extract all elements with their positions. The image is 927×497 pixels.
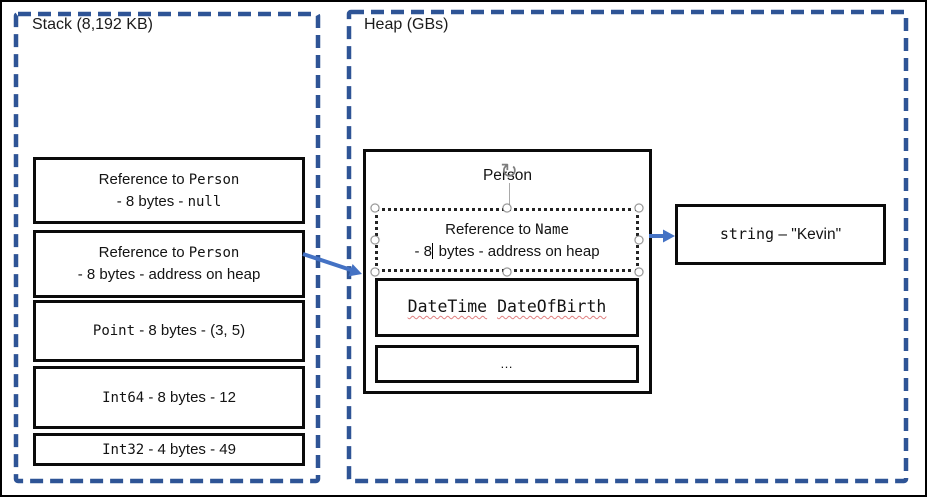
arrow-stack-to-person[interactable] [302, 252, 362, 277]
selected-shape[interactable]: Reference to Name - 8 bytes - address on… [375, 208, 639, 272]
field-line: - 8 bytes - address on heap [414, 242, 600, 260]
resize-handle-top-left[interactable] [370, 203, 380, 213]
field-line: … [500, 356, 514, 371]
field-line: DateTime DateOfBirth [407, 297, 607, 316]
stack-box-int32[interactable]: Int32 - 4 bytes - 49 [33, 433, 305, 466]
person-field-dateofbirth[interactable]: DateTime DateOfBirth [375, 278, 639, 337]
stack-box-line: Reference to Person [98, 244, 240, 261]
stack-box-line: Int64 - 8 bytes - 12 [102, 388, 236, 406]
stack-box-point[interactable]: Point - 8 bytes - (3, 5) [33, 300, 305, 362]
person-field-ellipsis[interactable]: … [375, 345, 639, 383]
resize-handle-middle-left[interactable] [370, 235, 380, 245]
stack-box-line: Int32 - 4 bytes - 49 [102, 440, 236, 458]
stack-box-int64[interactable]: Int64 - 8 bytes - 12 [33, 366, 305, 429]
resize-handle-bottom-center[interactable] [502, 267, 512, 277]
stack-box-line: Point - 8 bytes - (3, 5) [92, 322, 246, 339]
resize-handle-bottom-right[interactable] [634, 267, 644, 277]
field-line: Reference to Name [445, 220, 569, 238]
stack-box-line: - 8 bytes - address on heap [77, 266, 261, 283]
rotate-handle-icon[interactable]: ↻ [500, 159, 518, 183]
person-field-reference-to-name[interactable]: Reference to Name - 8 bytes - address on… [370, 203, 644, 277]
resize-handle-top-center[interactable] [502, 203, 512, 213]
arrow-name-to-string[interactable] [649, 229, 675, 243]
stack-box-line: Reference to Person [98, 170, 240, 188]
string-box-line: string – "Kevin" [719, 225, 842, 243]
heap-person-box[interactable]: Person ↻ Reference to Name - 8 bytes - a… [363, 149, 652, 394]
heap-string-box[interactable]: string – "Kevin" [675, 204, 886, 265]
heap-region-label: Heap (GBs) [364, 16, 449, 33]
stack-region-label: Stack (8,192 KB) [32, 16, 153, 33]
stack-box-line: - 8 bytes - null [116, 192, 222, 210]
stack-box-ref-person-null[interactable]: Reference to Person - 8 bytes - null [33, 157, 305, 224]
stack-box-ref-person-heap[interactable]: Reference to Person - 8 bytes - address … [33, 230, 305, 298]
resize-handle-bottom-left[interactable] [370, 267, 380, 277]
resize-handle-middle-right[interactable] [634, 235, 644, 245]
resize-handle-top-right[interactable] [634, 203, 644, 213]
